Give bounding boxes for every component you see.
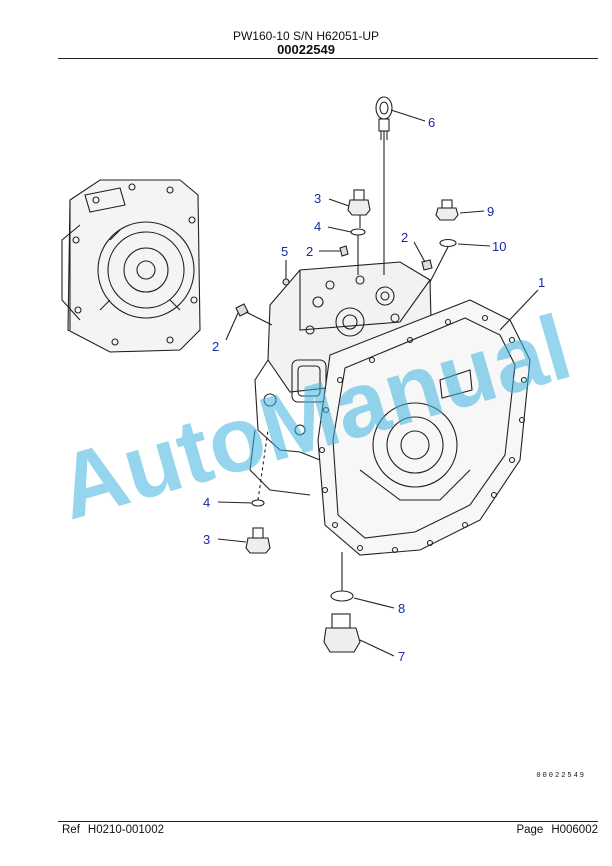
part-plug-lower (245, 527, 271, 554)
header-figure-code: 00022549 (277, 42, 335, 57)
part-bolt-a (339, 245, 349, 257)
callout-4-top: 4 (314, 219, 321, 234)
footer-page-label: Page (516, 824, 544, 836)
callout-2-mid: 2 (306, 244, 313, 259)
part-fitting (435, 199, 459, 221)
part-oring-10 (439, 238, 457, 248)
drawing-code: 00022549 (536, 772, 586, 780)
callout-9: 9 (487, 204, 494, 219)
main-pump-body (249, 261, 531, 556)
footer-ref-value: H0210-001002 (87, 824, 164, 836)
part-oring-lower (251, 499, 265, 507)
footer-page: Page H006002 (516, 824, 598, 836)
callout-3-top: 3 (314, 191, 321, 206)
part-bolt-c (235, 303, 273, 326)
callout-7: 7 (398, 649, 405, 664)
callout-1: 1 (538, 275, 545, 290)
part-eye-bolt (375, 96, 393, 275)
footer-ref: Ref H0210-001002 (62, 824, 172, 836)
callout-3-lower: 3 (203, 532, 210, 547)
callout-2-left: 2 (212, 339, 219, 354)
callout-8: 8 (398, 601, 405, 616)
callout-10: 10 (492, 239, 506, 254)
part-bolt-b (421, 259, 433, 271)
footer-page-value: H006002 (551, 824, 598, 836)
callout-6: 6 (428, 115, 435, 130)
callout-4-lower: 4 (203, 495, 210, 510)
callout-2-right: 2 (401, 230, 408, 245)
header-model: PW160-10 S/N H62051-UP (232, 29, 380, 43)
part-pin (282, 278, 290, 286)
part-oring-top (350, 228, 366, 236)
footer-rule (58, 821, 598, 822)
header-rule (58, 58, 598, 59)
footer-ref-label: Ref (62, 824, 80, 836)
part-oring-8 (330, 590, 354, 602)
part-drain-plug (323, 613, 361, 653)
part-plug-top (347, 189, 371, 228)
callout-5: 5 (281, 244, 288, 259)
inset-pump-view (61, 179, 201, 353)
